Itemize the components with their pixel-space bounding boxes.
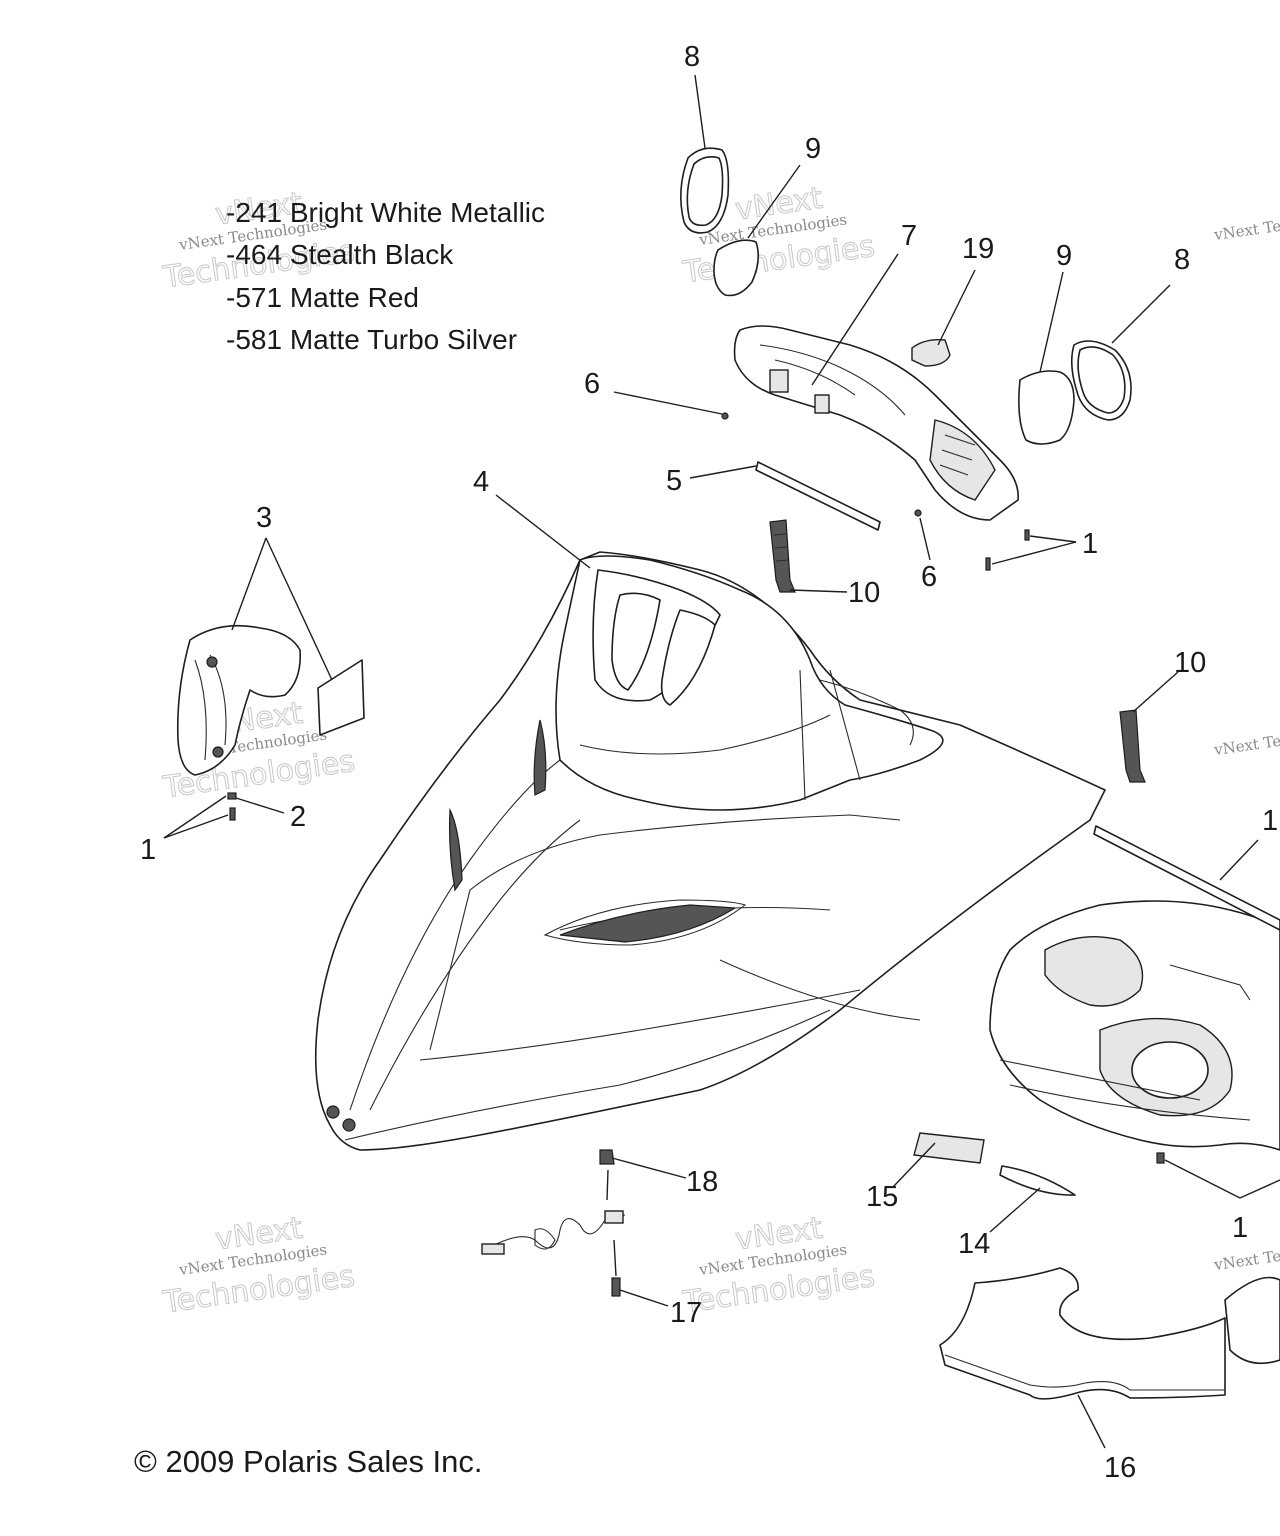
- callout-9-top: 9: [805, 133, 821, 165]
- callout-labels: 8 9 7 19 9 8 6 5 4 3 10 6 1 10 1 2 1 18 …: [140, 41, 1278, 1484]
- part-9-lens-right: [1018, 370, 1075, 445]
- part-4-hood: [314, 551, 1106, 1151]
- callout-1-left: 1: [140, 834, 156, 866]
- callout-8-top: 8: [684, 41, 700, 73]
- part-1-bolt-bottom: [1156, 1152, 1165, 1164]
- callout-5: 5: [666, 465, 682, 497]
- callout-14: 14: [958, 1228, 990, 1260]
- legend-line: -571 Matte Red: [226, 282, 419, 313]
- callout-10-right: 10: [1174, 647, 1206, 679]
- callout-19: 19: [962, 233, 994, 265]
- callout-15: 15: [866, 1181, 898, 1213]
- part-10-clip-mid: [769, 519, 796, 593]
- part-18-connector: [599, 1149, 615, 1165]
- part-6-screw-mid: [914, 509, 922, 517]
- part-14-decal: [999, 1165, 1076, 1196]
- callout-3: 3: [256, 502, 272, 534]
- callout-17: 17: [670, 1297, 702, 1329]
- console-right: [989, 900, 1280, 1151]
- part-8-gasket-right: [1070, 340, 1132, 421]
- part-8-gasket-top: [680, 147, 730, 234]
- callout-1-far: 1: [1262, 805, 1278, 837]
- part-2-screw: [227, 792, 237, 821]
- legend-line: -464 Stealth Black: [226, 239, 454, 270]
- part-strip-right: [1093, 825, 1280, 931]
- part-6-screw-left: [721, 412, 729, 420]
- part-1-bolts: [985, 529, 1030, 571]
- legend-line: -581 Matte Turbo Silver: [226, 324, 517, 355]
- callout-9-right: 9: [1056, 240, 1072, 272]
- callout-1-bottom: 1: [1232, 1212, 1248, 1244]
- part-3-side-panel: [176, 624, 365, 776]
- part-19-cap: [911, 338, 951, 367]
- part-5-strip: [755, 461, 881, 531]
- callout-16: 16: [1104, 1452, 1136, 1484]
- callout-7: 7: [901, 220, 917, 252]
- callout-6-mid: 6: [921, 561, 937, 593]
- part-17-bolt: [611, 1277, 621, 1297]
- part-16-pad: [939, 1267, 1226, 1400]
- watermark: vNext Technologies: [1212, 205, 1280, 244]
- watermark: vNext Technologies: [1212, 720, 1280, 759]
- legend-line: -241 Bright White Metallic: [226, 197, 545, 228]
- part-seat-edge: [1224, 1276, 1280, 1365]
- watermark: vNext vNext Technologies Technologies: [160, 1210, 358, 1321]
- leader-lines: [163, 74, 1280, 1449]
- watermark-small: vNext Technologies: [1212, 720, 1280, 759]
- watermark: vNext vNext Technologies Technologies: [680, 1210, 878, 1321]
- color-legend: -241 Bright White Metallic -464 Stealth …: [226, 197, 545, 355]
- part-7-dash-housing: [733, 325, 1019, 521]
- callout-2: 2: [290, 801, 306, 833]
- wire-harness: [481, 1210, 626, 1255]
- callout-10-mid: 10: [848, 577, 880, 609]
- callout-1-right: 1: [1082, 528, 1098, 560]
- callout-4: 4: [473, 466, 489, 498]
- copyright-notice: © 2009 Polaris Sales Inc.: [134, 1444, 483, 1479]
- callout-18: 18: [686, 1166, 718, 1198]
- part-15-decal: [913, 1132, 985, 1164]
- callout-8-right: 8: [1174, 244, 1190, 276]
- part-9-lens-top: [713, 239, 760, 297]
- callout-6-left: 6: [584, 368, 600, 400]
- watermark-small: vNext Technologies: [1212, 205, 1280, 244]
- part-10-clip-right: [1119, 709, 1146, 783]
